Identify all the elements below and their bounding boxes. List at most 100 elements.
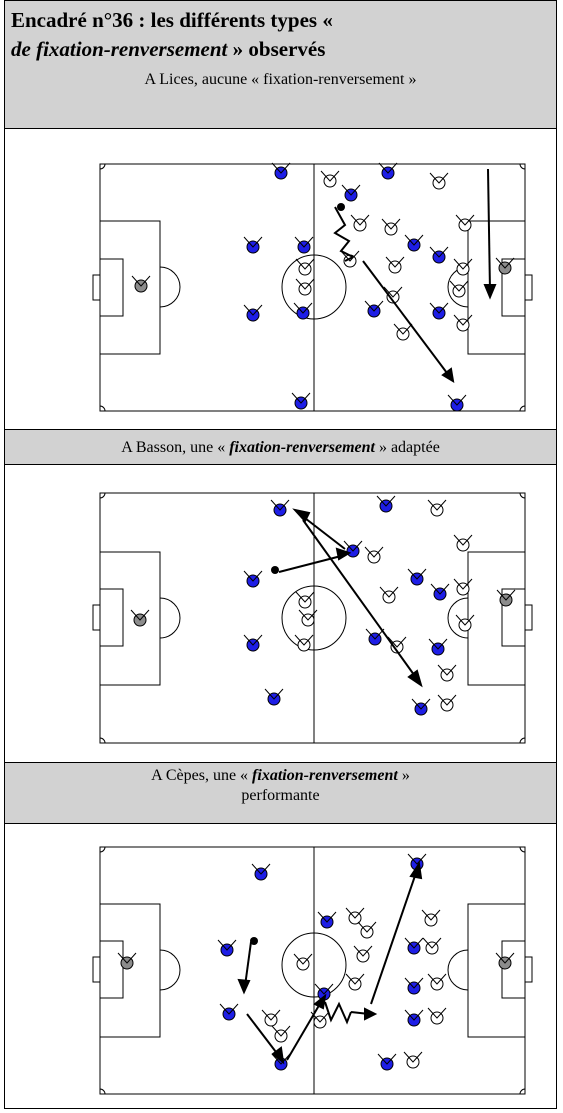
attacker-player-icon (264, 688, 284, 706)
goalkeeper-icon (495, 952, 515, 970)
attacker-player-icon (429, 246, 449, 264)
defender-player-icon (403, 1051, 423, 1069)
attacker-player-icon (291, 392, 311, 410)
section-label-italic: fixation-renversement (229, 439, 375, 456)
defender-player-icon (453, 534, 473, 552)
section-label-text: » (397, 767, 410, 784)
defender-player-icon (350, 214, 370, 232)
ball-icon (337, 203, 345, 211)
attacker-player-icon (217, 939, 237, 957)
figure-box: Encadré n°36 : les différents types « de… (4, 0, 557, 1109)
defender-player-icon (381, 218, 401, 236)
movement-arrows (278, 508, 423, 688)
attacker-player-icon (243, 634, 263, 652)
section-label-text: A Cèpes, une « (151, 767, 253, 784)
attacker-player-icon (411, 698, 431, 716)
defender-player-icon (437, 664, 457, 682)
defender-player-icon (293, 953, 313, 971)
defender-player-icon (345, 973, 365, 991)
defender-player-icon (421, 909, 441, 927)
attacker-player-icon (271, 1053, 291, 1071)
movement-arrows (237, 861, 423, 1065)
attacker-player-icon (317, 911, 337, 929)
attacker-player-icon (404, 977, 424, 995)
attacker-player-icon (447, 394, 467, 412)
title-prefix: Encadré n°36 : les différents types « (11, 8, 333, 32)
pitch-lines (92, 846, 533, 1095)
goalkeeper-icon (495, 257, 515, 275)
section-label-line2: performante (241, 787, 320, 804)
defender-player-icon (387, 636, 407, 654)
attacker-player-icon (364, 300, 384, 318)
defender-player-icon (295, 278, 315, 296)
defender-player-icon (427, 499, 447, 517)
defender-player-icon (437, 694, 457, 712)
goalkeeper-icon (130, 609, 150, 627)
section-label-italic: fixation-renversement (252, 767, 398, 784)
defender-player-icon (298, 609, 318, 627)
attacker-player-icon (429, 302, 449, 320)
defender-player-icon (455, 214, 475, 232)
attacker-player-icon (407, 568, 427, 586)
attacker-player-icon (270, 499, 290, 517)
defender-player-icon (320, 170, 340, 188)
attacker-player-icon (343, 540, 363, 558)
attacker-player-icon (271, 162, 291, 180)
defender-player-icon (427, 973, 447, 991)
defender-player-icon (295, 258, 315, 276)
defender-player-icon (364, 546, 384, 564)
attacker-player-icon (293, 302, 313, 320)
pitch-diagram-basson (92, 492, 533, 744)
attacker-player-icon (243, 236, 263, 254)
attacker-player-icon (243, 304, 263, 322)
attacker-player-icon (294, 236, 314, 254)
defender-player-icon (261, 1009, 281, 1027)
attacker-player-icon (430, 583, 450, 601)
defender-player-icon (271, 1025, 291, 1043)
movement-arrows (333, 168, 497, 383)
defender-player-icon (385, 256, 405, 274)
section-label-cepes: A Cèpes, une « fixation-renversement » p… (5, 762, 556, 824)
defender-player-icon (422, 937, 442, 955)
defender-player-icon (427, 1007, 447, 1025)
attacker-player-icon (378, 162, 398, 180)
ball-icon (271, 566, 279, 574)
pitch-diagram-cepes (92, 846, 533, 1095)
figure-header: Encadré n°36 : les différents types « de… (5, 1, 556, 68)
attacker-player-icon (219, 1003, 239, 1021)
defender-player-icon (449, 280, 469, 298)
attacker-player-icon (428, 638, 448, 656)
pitch-lines (92, 163, 533, 412)
players-layer (117, 853, 515, 1071)
attacker-player-icon (377, 1053, 397, 1071)
defender-player-icon (295, 591, 315, 609)
section-label-basson: A Basson, une « fixation-renversement » … (5, 429, 556, 465)
players-layer (131, 162, 515, 412)
attacker-player-icon (243, 570, 263, 588)
defender-player-icon (429, 172, 449, 190)
defender-player-icon (383, 286, 403, 304)
section-label-text: » adaptée (374, 439, 440, 456)
defender-player-icon (453, 258, 473, 276)
goalkeeper-icon (117, 952, 137, 970)
attacker-player-icon (404, 1009, 424, 1027)
section-label-text: A Basson, une « (121, 439, 230, 456)
goalkeeper-icon (131, 275, 151, 293)
figure-title: Encadré n°36 : les différents types « de… (11, 6, 333, 64)
attacker-player-icon (341, 184, 361, 202)
attacker-player-icon (376, 495, 396, 513)
attacker-player-icon (404, 234, 424, 252)
pitch-diagram-lices (92, 162, 533, 412)
section-label-lices: A Lices, aucune « fixation-renversement … (5, 67, 556, 129)
goalkeeper-icon (496, 589, 516, 607)
section-label-text: A Lices, aucune « fixation-renversement … (144, 71, 417, 88)
players-layer (130, 495, 516, 716)
defender-player-icon (357, 921, 377, 939)
attacker-player-icon (251, 863, 271, 881)
defender-player-icon (379, 586, 399, 604)
defender-player-icon (345, 907, 365, 925)
defender-player-icon (393, 323, 413, 341)
defender-player-icon (455, 614, 475, 632)
title-suffix: » observés (227, 37, 326, 61)
attacker-player-icon (365, 628, 385, 646)
